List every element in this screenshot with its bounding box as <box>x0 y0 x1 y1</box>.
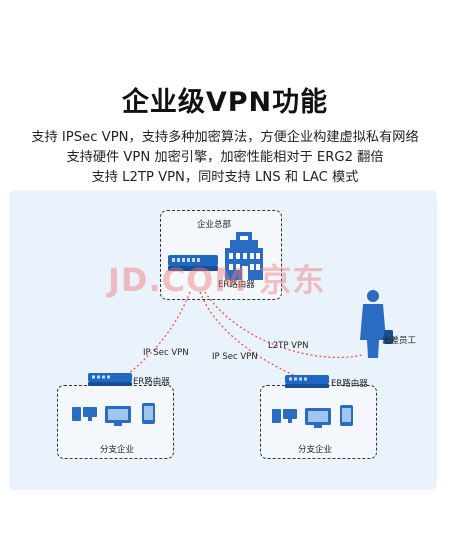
branch-right-router-icon <box>285 375 329 388</box>
remote-worker-icon <box>360 290 393 358</box>
branch-left-monitor-icon <box>105 406 131 426</box>
branch-left-desktop-icon <box>72 407 97 421</box>
feature-line-l2tp: 支持 L2TP VPN，同时支持 LNS 和 LAC 模式 <box>91 170 359 185</box>
branch-left-phone-icon <box>142 403 155 424</box>
link-ipsec-right <box>199 291 301 379</box>
branch-right-router-label: ER路由器 <box>331 379 368 389</box>
ipsec-right-label: IP Sec VPN <box>212 352 258 362</box>
watermark: JD.COM 京东 <box>108 261 326 299</box>
branch-right-monitor-icon <box>305 408 331 428</box>
branch-right-desktop-icon <box>272 409 297 423</box>
feature-line-ipsec: 支持 IPSec VPN，支持多种加密算法，方便企业构建虚拟私有网络 <box>31 130 419 145</box>
l2tp-label: L2TP VPN <box>268 341 309 351</box>
headquarters-label: 企业总部 <box>197 220 232 230</box>
branch-left-router-label: ER路由器 <box>133 377 170 387</box>
page-title: 企业级VPN功能 <box>121 87 329 118</box>
branch-left-router-icon <box>88 373 132 386</box>
branch-right-label: 分支企业 <box>298 445 333 455</box>
link-ipsec-left <box>119 291 191 381</box>
ipsec-left-label: IP Sec VPN <box>143 348 189 358</box>
hq-router-icon <box>168 255 218 271</box>
vpn-links <box>119 291 363 381</box>
headquarters-building-icon <box>225 232 263 280</box>
feature-line-hardware: 支持硬件 VPN 加密引擎，加密性能相对于 ERG2 翻倍 <box>66 150 384 165</box>
link-l2tp <box>204 291 363 359</box>
branch-left-label: 分支企业 <box>100 445 135 455</box>
hq-router-label: ER路由器 <box>218 280 255 290</box>
remote-worker-label: 出差员工 <box>382 336 417 346</box>
branch-right-phone-icon <box>340 405 353 426</box>
